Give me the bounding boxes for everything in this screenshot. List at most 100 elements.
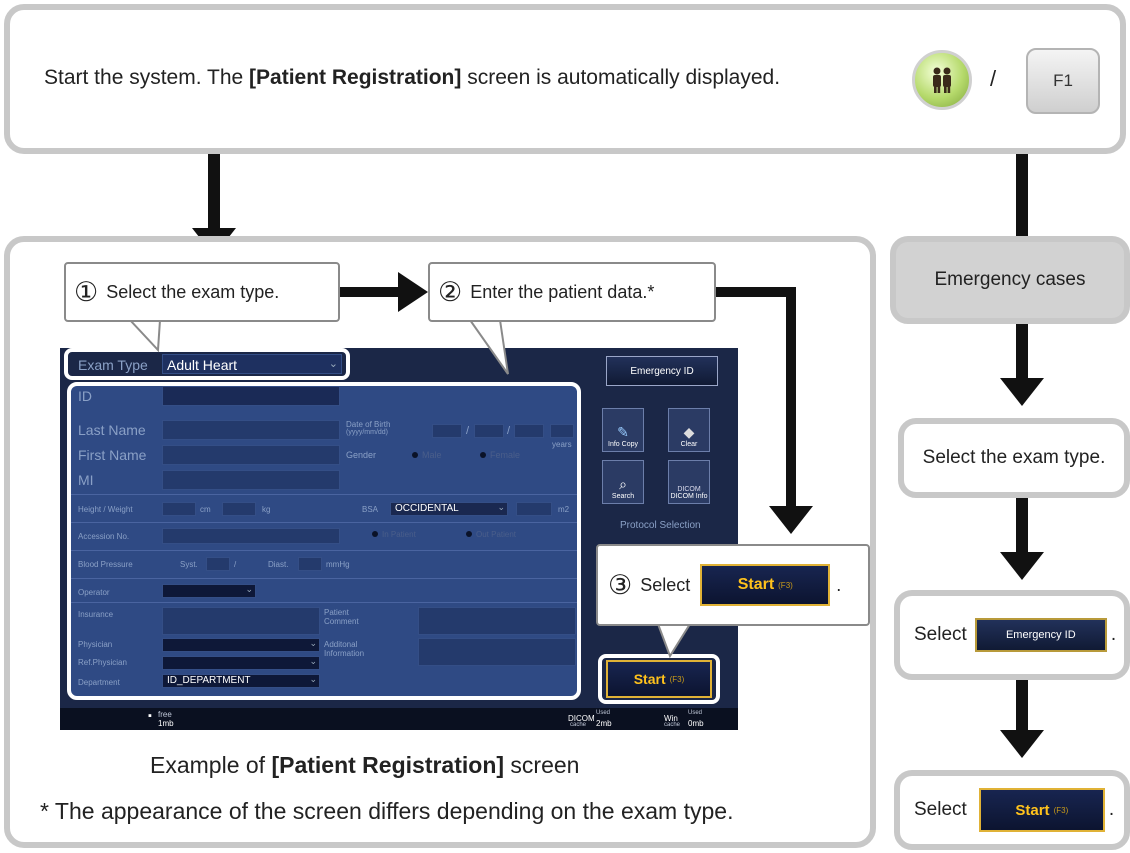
weight-field[interactable] bbox=[222, 502, 256, 516]
select-start-period: . bbox=[1108, 799, 1115, 820]
exam-type-highlight bbox=[64, 348, 350, 380]
step-3-text: Select bbox=[640, 574, 691, 595]
dob-month-field[interactable] bbox=[474, 424, 504, 438]
out-patient-radio[interactable] bbox=[466, 531, 472, 537]
arrow-head-right-1 bbox=[1000, 378, 1044, 406]
patient-comment-label: Patient Comment bbox=[324, 608, 359, 626]
arrow-shaft-right-top bbox=[1016, 154, 1028, 238]
bsa-field[interactable] bbox=[516, 502, 552, 516]
step-3-start-button[interactable]: Start(F3) bbox=[700, 564, 831, 606]
right-start-button[interactable]: Start(F3) bbox=[978, 788, 1105, 832]
diastolic-field[interactable] bbox=[298, 557, 322, 571]
dob-year-field[interactable] bbox=[432, 424, 462, 438]
right-emergency-id-button[interactable]: Emergency ID bbox=[974, 618, 1107, 652]
select-exam-type-box: Select the exam type. bbox=[898, 418, 1130, 498]
search-label: Search bbox=[611, 493, 635, 500]
age-field[interactable] bbox=[550, 424, 574, 438]
f1-key[interactable]: F1 bbox=[1026, 48, 1100, 114]
divider bbox=[71, 602, 577, 603]
divider bbox=[71, 578, 577, 579]
chevron-down-icon: ⌄ bbox=[309, 638, 317, 648]
in-patient-radio[interactable] bbox=[372, 531, 378, 537]
syst-label: Syst. bbox=[180, 560, 198, 569]
exam-type-select[interactable]: Adult Heart ⌄ bbox=[162, 354, 342, 374]
dob-label: Date of Birth bbox=[346, 420, 391, 429]
search-button[interactable]: ⌕ Search bbox=[602, 460, 644, 504]
dob-day-field[interactable] bbox=[514, 424, 544, 438]
clear-button[interactable]: ◆ Clear bbox=[668, 408, 710, 452]
arrow-shaft-step1-to-step2 bbox=[340, 287, 400, 297]
start-button[interactable]: Start(F3) bbox=[606, 660, 712, 698]
separator: / bbox=[990, 66, 997, 91]
disk-icon: ▪ bbox=[148, 710, 152, 722]
female-radio[interactable] bbox=[480, 452, 486, 458]
mi-field[interactable] bbox=[162, 470, 340, 490]
in-patient-label: In Patient bbox=[382, 530, 416, 539]
operator-select[interactable]: ⌄ bbox=[162, 584, 256, 598]
chevron-down-icon: ⌄ bbox=[497, 502, 505, 512]
status-dicom-sub: cache bbox=[570, 722, 587, 728]
additional-info-field[interactable] bbox=[418, 638, 576, 666]
last-name-label: Last Name bbox=[78, 422, 146, 438]
emergency-cases-box: Emergency cases bbox=[890, 236, 1130, 324]
first-name-field[interactable] bbox=[162, 445, 340, 465]
dicom-info-label: DICOM Info bbox=[670, 493, 708, 500]
patient-registration-screen: Exam Type Adult Heart ⌄ ID Last Name Fir… bbox=[60, 348, 738, 730]
status-free-label: free bbox=[158, 710, 172, 719]
systolic-field[interactable] bbox=[206, 557, 230, 571]
step-3-number: ③ bbox=[608, 569, 633, 600]
patient-registration-icon[interactable] bbox=[912, 50, 972, 110]
bsa-select[interactable]: OCCIDENTAL ⌄ bbox=[390, 502, 508, 516]
physician-select[interactable]: ⌄ bbox=[162, 638, 320, 652]
step-3-start-label: Start bbox=[737, 576, 775, 593]
status-dicom-value: 2mb bbox=[596, 719, 612, 728]
diast-label: Diast. bbox=[268, 560, 289, 569]
emergency-id-button[interactable]: Emergency ID bbox=[606, 356, 718, 386]
height-weight-label: Height / Weight bbox=[78, 505, 133, 514]
last-name-field[interactable] bbox=[162, 420, 340, 440]
department-label: Department bbox=[78, 678, 120, 687]
mi-label: MI bbox=[78, 472, 94, 488]
dob-format: (yyyy/mm/dd) bbox=[346, 429, 388, 436]
accession-field[interactable] bbox=[162, 528, 340, 544]
dob-sep-2: / bbox=[507, 425, 511, 437]
bp-separator: / bbox=[234, 560, 237, 569]
arrow-head-right-2 bbox=[1000, 552, 1044, 580]
select-start-prefix: Select bbox=[914, 799, 967, 820]
people-icon bbox=[933, 67, 951, 93]
select-emergency-period: . bbox=[1110, 624, 1117, 645]
female-label: Female bbox=[490, 450, 521, 460]
department-select[interactable]: ID_DEPARTMENT ⌄ bbox=[162, 674, 320, 688]
height-field[interactable] bbox=[162, 502, 196, 516]
status-free-value: 1mb bbox=[158, 719, 174, 728]
status-dicom-label: DICOM bbox=[568, 714, 595, 723]
status-win-sub: cache bbox=[664, 722, 681, 728]
step-1-callout: ① Select the exam type. bbox=[64, 262, 340, 322]
cm-unit: cm bbox=[200, 505, 211, 514]
arrow-head-step2-to-step3 bbox=[769, 506, 813, 534]
male-radio[interactable] bbox=[412, 452, 418, 458]
arrow-head-step1-to-step2 bbox=[398, 272, 428, 312]
select-emergency-box: Select Emergency ID . bbox=[894, 590, 1130, 680]
id-field[interactable] bbox=[162, 386, 340, 406]
blood-pressure-label: Blood Pressure bbox=[78, 560, 133, 569]
department-value: ID_DEPARTMENT bbox=[167, 675, 251, 686]
arrow-shaft-right-2 bbox=[1016, 498, 1028, 554]
insurance-label: Insurance bbox=[78, 610, 114, 619]
step-3-period: . bbox=[836, 574, 842, 595]
step-3-start-shortcut: (F3) bbox=[778, 580, 793, 590]
dicom-info-button[interactable]: DICOM DICOM Info bbox=[668, 460, 710, 504]
divider bbox=[71, 550, 577, 551]
patient-comment-field[interactable] bbox=[418, 607, 576, 635]
arrow-shaft-left bbox=[208, 154, 220, 234]
mmhg-unit: mmHg bbox=[326, 560, 350, 569]
dob-sep-1: / bbox=[466, 425, 470, 437]
chevron-down-icon: ⌄ bbox=[309, 674, 317, 684]
insurance-field[interactable] bbox=[162, 607, 320, 635]
info-copy-button[interactable]: ✎ Info Copy bbox=[602, 408, 644, 452]
ref-physician-select[interactable]: ⌄ bbox=[162, 656, 320, 670]
status-win-value: 0mb bbox=[688, 719, 704, 728]
step-3-callout: ③ Select Start(F3) . bbox=[596, 544, 870, 626]
bsa-value: OCCIDENTAL bbox=[395, 503, 459, 514]
status-win-used: Used bbox=[688, 710, 703, 716]
